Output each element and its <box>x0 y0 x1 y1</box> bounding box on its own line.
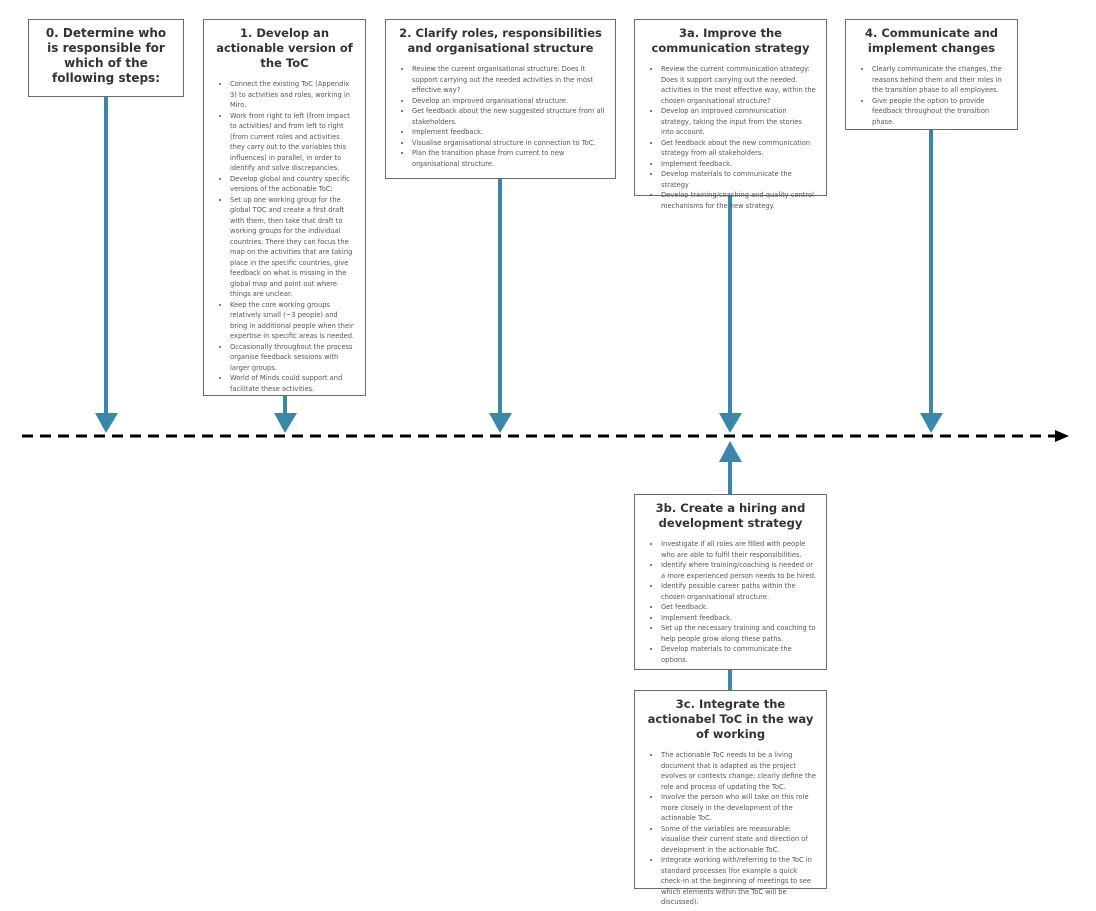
step-1-card: 1. Develop an actionable version of the … <box>203 19 366 396</box>
step-4-list: Clearly communicate the changes, the rea… <box>856 64 1007 127</box>
step-3b-card: 3b. Create a hiring and development stra… <box>634 494 827 670</box>
arrowhead-step-1 <box>274 413 297 433</box>
step-3c-card: 3c. Integrate the actionabel ToC in the … <box>634 690 827 906</box>
list-item: Keep the core working groups relatively … <box>230 300 355 342</box>
arrowhead-step-2 <box>489 413 512 433</box>
arrowhead-step-0 <box>95 413 118 433</box>
list-item: Plan the transition phase from current t… <box>412 148 605 169</box>
list-item: Review the current communication strateg… <box>661 64 816 106</box>
list-item: Develop an improved communication strate… <box>661 106 816 138</box>
list-item: Investigate if all roles are filled with… <box>661 539 816 560</box>
step-3b-list: Investigate if all roles are filled with… <box>645 539 816 665</box>
step-4-title: 4. Communicate and implement changes <box>864 26 999 55</box>
step-0-card: 0. Determine who is responsible for whic… <box>28 19 184 97</box>
list-item: Get feedback. <box>661 602 816 613</box>
step-3b-title: 3b. Create a hiring and development stra… <box>655 501 806 530</box>
list-item: The actionable ToC needs to be a living … <box>661 750 816 792</box>
step-0-title: 0. Determine who is responsible for whic… <box>45 26 167 85</box>
arrowhead-step-4 <box>920 413 943 433</box>
list-item: Get feedback about the new suggested str… <box>412 106 605 127</box>
step-2-title: 2. Clarify roles, responsibilities and o… <box>399 26 602 55</box>
list-item: Review the current organisational struct… <box>412 64 605 96</box>
list-item: Connect the existing ToC (Appendix 3) to… <box>230 79 355 111</box>
step-4-card: 4. Communicate and implement changes Cle… <box>845 19 1018 130</box>
list-item: Implement feedback. <box>661 613 816 624</box>
arrowhead-step-3b-up <box>719 441 742 462</box>
list-item: Involve the person who will take on this… <box>661 792 816 824</box>
list-item: Set up one working group for the global … <box>230 195 355 300</box>
list-item: Identify where training/coaching is need… <box>661 560 816 581</box>
list-item: World of Minds could support and facilit… <box>230 373 355 394</box>
step-3c-list: The actionable ToC needs to be a living … <box>645 750 816 908</box>
list-item: Identify possible career paths within th… <box>661 581 816 602</box>
list-item: Develop training/coaching and quality co… <box>661 190 816 211</box>
list-item: Set up the necessary training and coachi… <box>661 623 816 644</box>
list-item: Develop materials to communicate the str… <box>661 169 816 190</box>
list-item: Give people the option to provide feedba… <box>872 96 1007 128</box>
step-2-list: Review the current organisational struct… <box>396 64 605 169</box>
step-3a-card: 3a. Improve the communication strategy R… <box>634 19 827 210</box>
list-item: Clearly communicate the changes, the rea… <box>872 64 1007 96</box>
list-item: Get feedback about the new communication… <box>661 138 816 159</box>
list-item: Develop an improved organisational struc… <box>412 96 605 107</box>
list-item: Implement feedback. <box>412 127 605 138</box>
list-item: Develop materials to communicate the opt… <box>661 644 816 665</box>
list-item: Some of the variables are measurable: vi… <box>661 824 816 856</box>
list-item: Integrate working with/referring to the … <box>661 855 816 908</box>
timeline-arrowhead <box>1055 430 1069 442</box>
step-2-card: 2. Clarify roles, responsibilities and o… <box>385 19 616 179</box>
list-item: Work from right to left (from impact to … <box>230 111 355 174</box>
step-1-title: 1. Develop an actionable version of the … <box>216 26 353 70</box>
list-item: Implement feedback. <box>661 159 816 170</box>
arrowhead-step-3a <box>719 413 742 433</box>
list-item: Develop global and country specific vers… <box>230 174 355 195</box>
step-3a-title: 3a. Improve the communication strategy <box>651 26 810 55</box>
list-item: Visualise organisational structure in co… <box>412 138 605 149</box>
step-3a-list: Review the current communication strateg… <box>645 64 816 211</box>
step-3c-title: 3c. Integrate the actionabel ToC in the … <box>647 697 814 741</box>
step-1-list: Connect the existing ToC (Appendix 3) to… <box>214 79 355 394</box>
list-item: Occasionally throughout the process orga… <box>230 342 355 374</box>
